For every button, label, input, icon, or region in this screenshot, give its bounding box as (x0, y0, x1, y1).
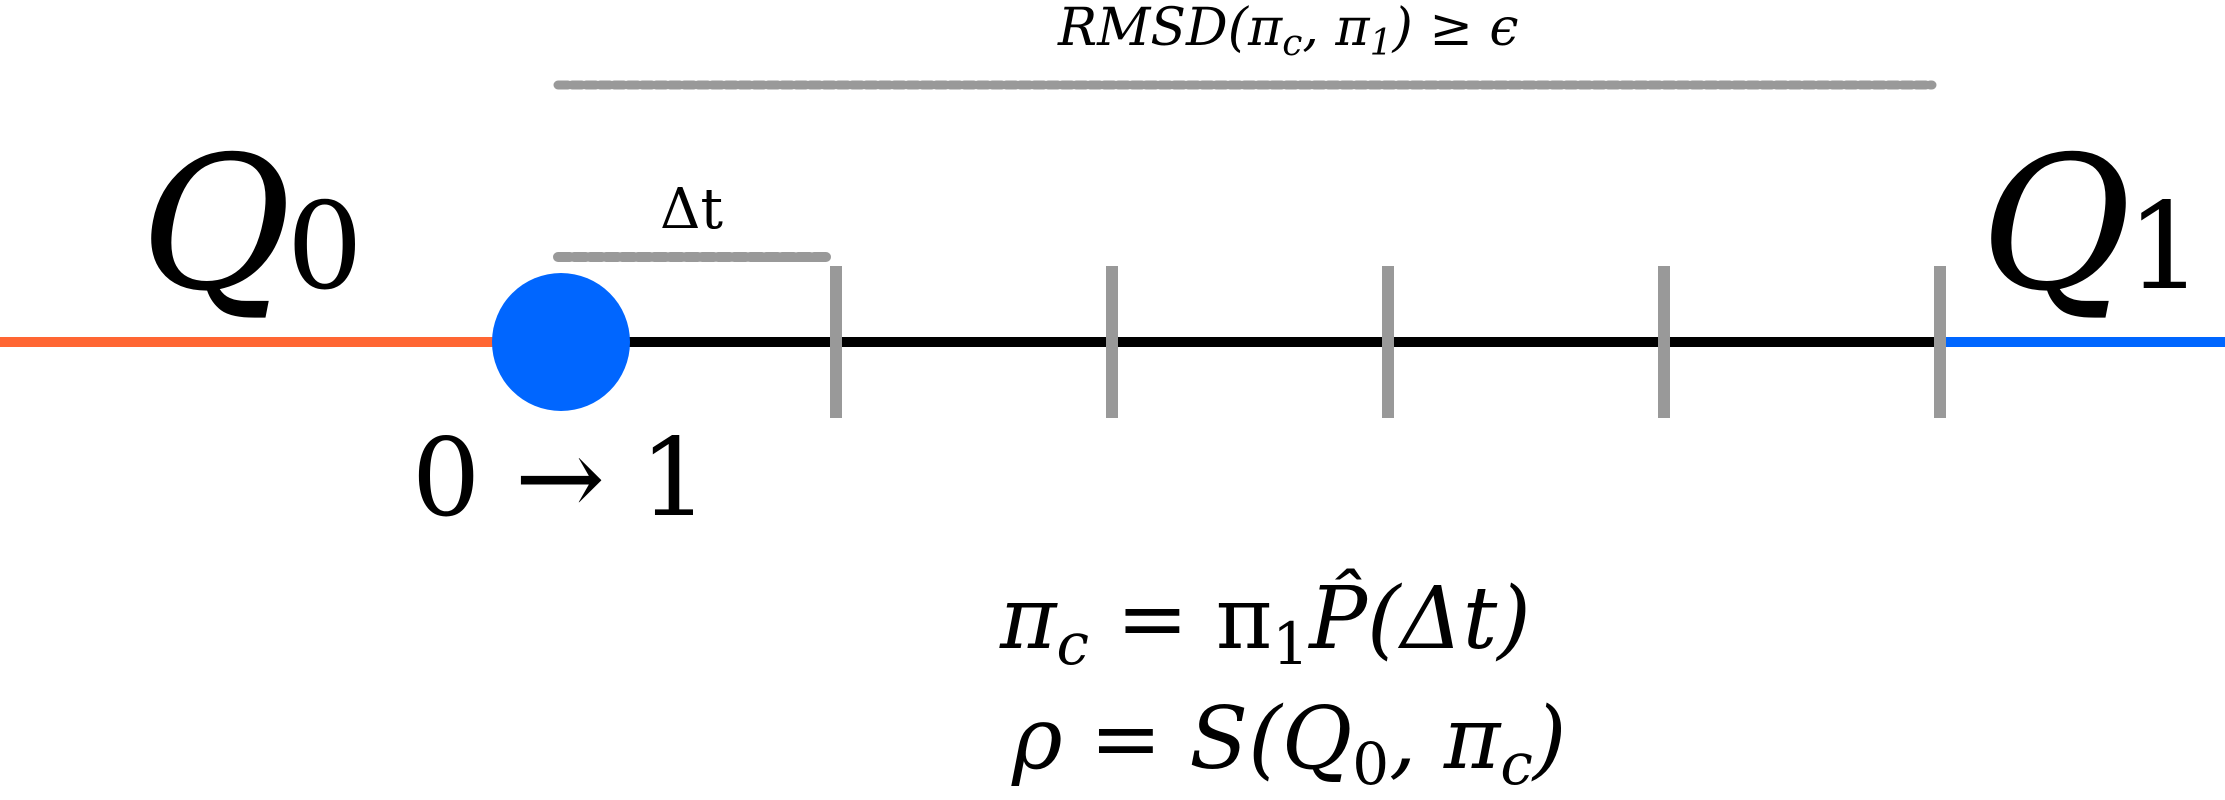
equation-rho: ρ = S(Q0, πc) (1011, 689, 1566, 798)
state-marker (492, 273, 630, 411)
q1-label: Q1 (1980, 116, 2203, 332)
tick-marks (830, 266, 1946, 418)
equation-pi: πc = π1P̂(Δt) (999, 568, 1531, 678)
rmsd-label: RMSD(πc, π1) ≥ ϵ (1057, 0, 1519, 64)
transition-label: 0 → 1 (412, 416, 709, 541)
delta-t-label: Δt (660, 177, 723, 242)
q0-label: Q0 (140, 116, 363, 332)
